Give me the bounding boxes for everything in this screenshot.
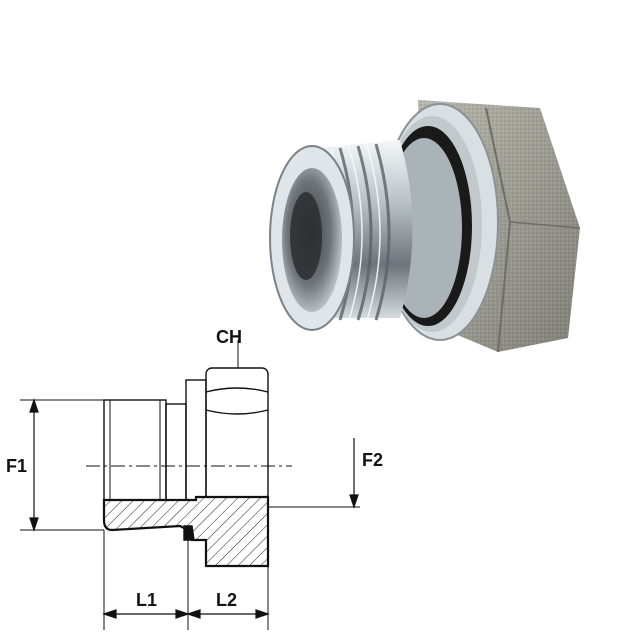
product-photo xyxy=(269,100,581,353)
front-face xyxy=(269,145,355,331)
label-f1: F1 xyxy=(6,456,27,476)
thread-outline xyxy=(103,399,167,501)
label-f2: F2 xyxy=(362,450,383,470)
o-ring-seal xyxy=(183,525,195,541)
section-drawing xyxy=(20,340,360,630)
section-hatched xyxy=(102,495,270,568)
hex-flat-upper xyxy=(205,387,269,393)
dimension-lines xyxy=(29,398,359,619)
label-l1: L1 xyxy=(136,590,157,610)
label-ch: CH xyxy=(216,327,242,347)
collar-outline xyxy=(185,379,207,501)
label-l2: L2 xyxy=(216,590,237,610)
hex-flat-lower xyxy=(205,409,269,415)
neck-outline xyxy=(165,403,187,501)
